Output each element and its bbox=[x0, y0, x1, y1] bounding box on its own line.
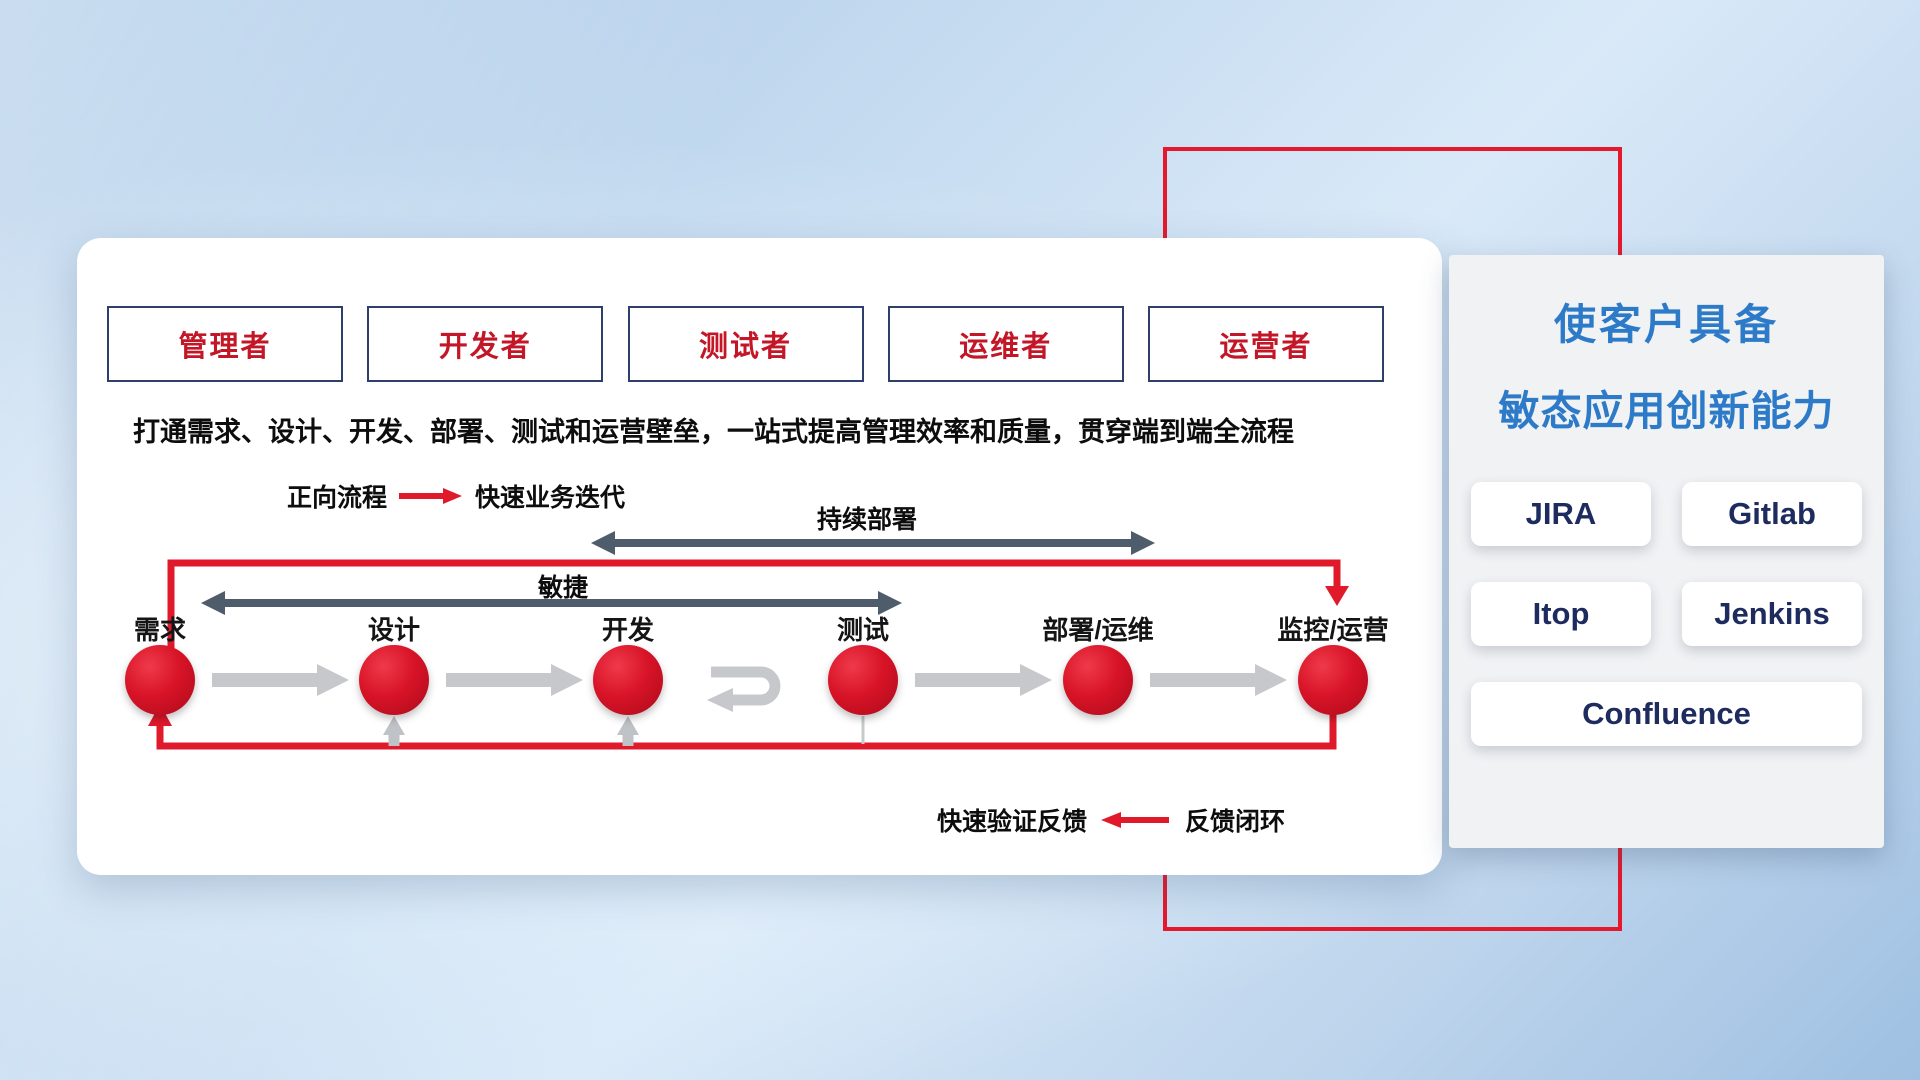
capability-panel: 使客户具备 敏态应用创新能力 JIRA Gitlab Itop Jenkins … bbox=[1449, 255, 1884, 848]
flow-diagram bbox=[125, 531, 1368, 750]
stage-label-monitor-op: 监控/运营 bbox=[1277, 615, 1389, 645]
tool-itop: Itop bbox=[1471, 582, 1651, 646]
feedback-legend-label: 快速验证反馈 bbox=[937, 808, 1088, 836]
stage-node-design bbox=[359, 645, 429, 715]
tool-jira: JIRA bbox=[1471, 482, 1651, 546]
stage-node-monitor-op bbox=[1298, 645, 1368, 715]
continuous-deploy-label: 持续部署 bbox=[816, 506, 917, 534]
stage-label-test: 测试 bbox=[836, 615, 889, 645]
flow-step-arrows bbox=[212, 664, 1287, 696]
role-box-developer: 开发者 bbox=[367, 306, 604, 382]
roles-row: 管理者 开发者 测试者 运维者 运营者 bbox=[107, 306, 1384, 382]
continuous-deploy-arrow bbox=[591, 531, 1155, 555]
stage-label-requirements: 需求 bbox=[133, 615, 186, 645]
stage-node-test bbox=[828, 645, 898, 715]
role-box-operator: 运营者 bbox=[1148, 306, 1384, 382]
stage-node-requirements bbox=[125, 645, 195, 715]
stage-label-develop: 开发 bbox=[601, 615, 654, 645]
forward-loop-arrow bbox=[167, 559, 1349, 648]
devops-flow-card: 管理者 开发者 测试者 运维者 运营者 打通需求、设计、开发、部署、测试和运营壁… bbox=[77, 238, 1442, 875]
forward-arrow-icon bbox=[399, 488, 463, 504]
iteration-loop-icon bbox=[707, 666, 781, 712]
stage-node-develop bbox=[593, 645, 663, 715]
feedback-branch-arrows bbox=[383, 716, 865, 746]
subtitle: 打通需求、设计、开发、部署、测试和运营壁垒，一站式提高管理效率和质量，贯穿端到端… bbox=[133, 417, 1294, 447]
stage-label-deploy-ops: 部署/运维 bbox=[1042, 615, 1154, 645]
agile-label: 敏捷 bbox=[537, 574, 588, 602]
panel-title-line2: 敏态应用创新能力 bbox=[1498, 388, 1835, 434]
stage-node-deploy-ops bbox=[1063, 645, 1133, 715]
forward-legend-value: 快速业务迭代 bbox=[475, 484, 626, 512]
role-box-tester: 测试者 bbox=[627, 306, 864, 382]
tool-gitlab: Gitlab bbox=[1682, 482, 1862, 546]
role-box-manager: 管理者 bbox=[107, 306, 343, 382]
agile-arrow bbox=[201, 591, 902, 615]
feedback-legend: 快速验证反馈 反馈闭环 bbox=[937, 802, 1285, 838]
panel-title-line1: 使客户具备 bbox=[1553, 301, 1779, 348]
feedback-loop-arrow bbox=[148, 704, 1337, 750]
stage-nodes bbox=[125, 645, 1368, 715]
tool-jenkins: Jenkins bbox=[1682, 582, 1862, 646]
feedback-arrow-icon bbox=[1101, 812, 1170, 828]
stage-label-design: 设计 bbox=[367, 615, 420, 645]
forward-legend-label: 正向流程 bbox=[287, 484, 388, 512]
tool-confluence: Confluence bbox=[1471, 682, 1862, 746]
tool-list: JIRA Gitlab Itop Jenkins Confluence bbox=[1471, 482, 1862, 746]
feedback-legend-value: 反馈闭环 bbox=[1185, 808, 1286, 836]
role-box-ops: 运维者 bbox=[887, 306, 1124, 382]
forward-legend: 正向流程 快速业务迭代 bbox=[287, 478, 625, 514]
